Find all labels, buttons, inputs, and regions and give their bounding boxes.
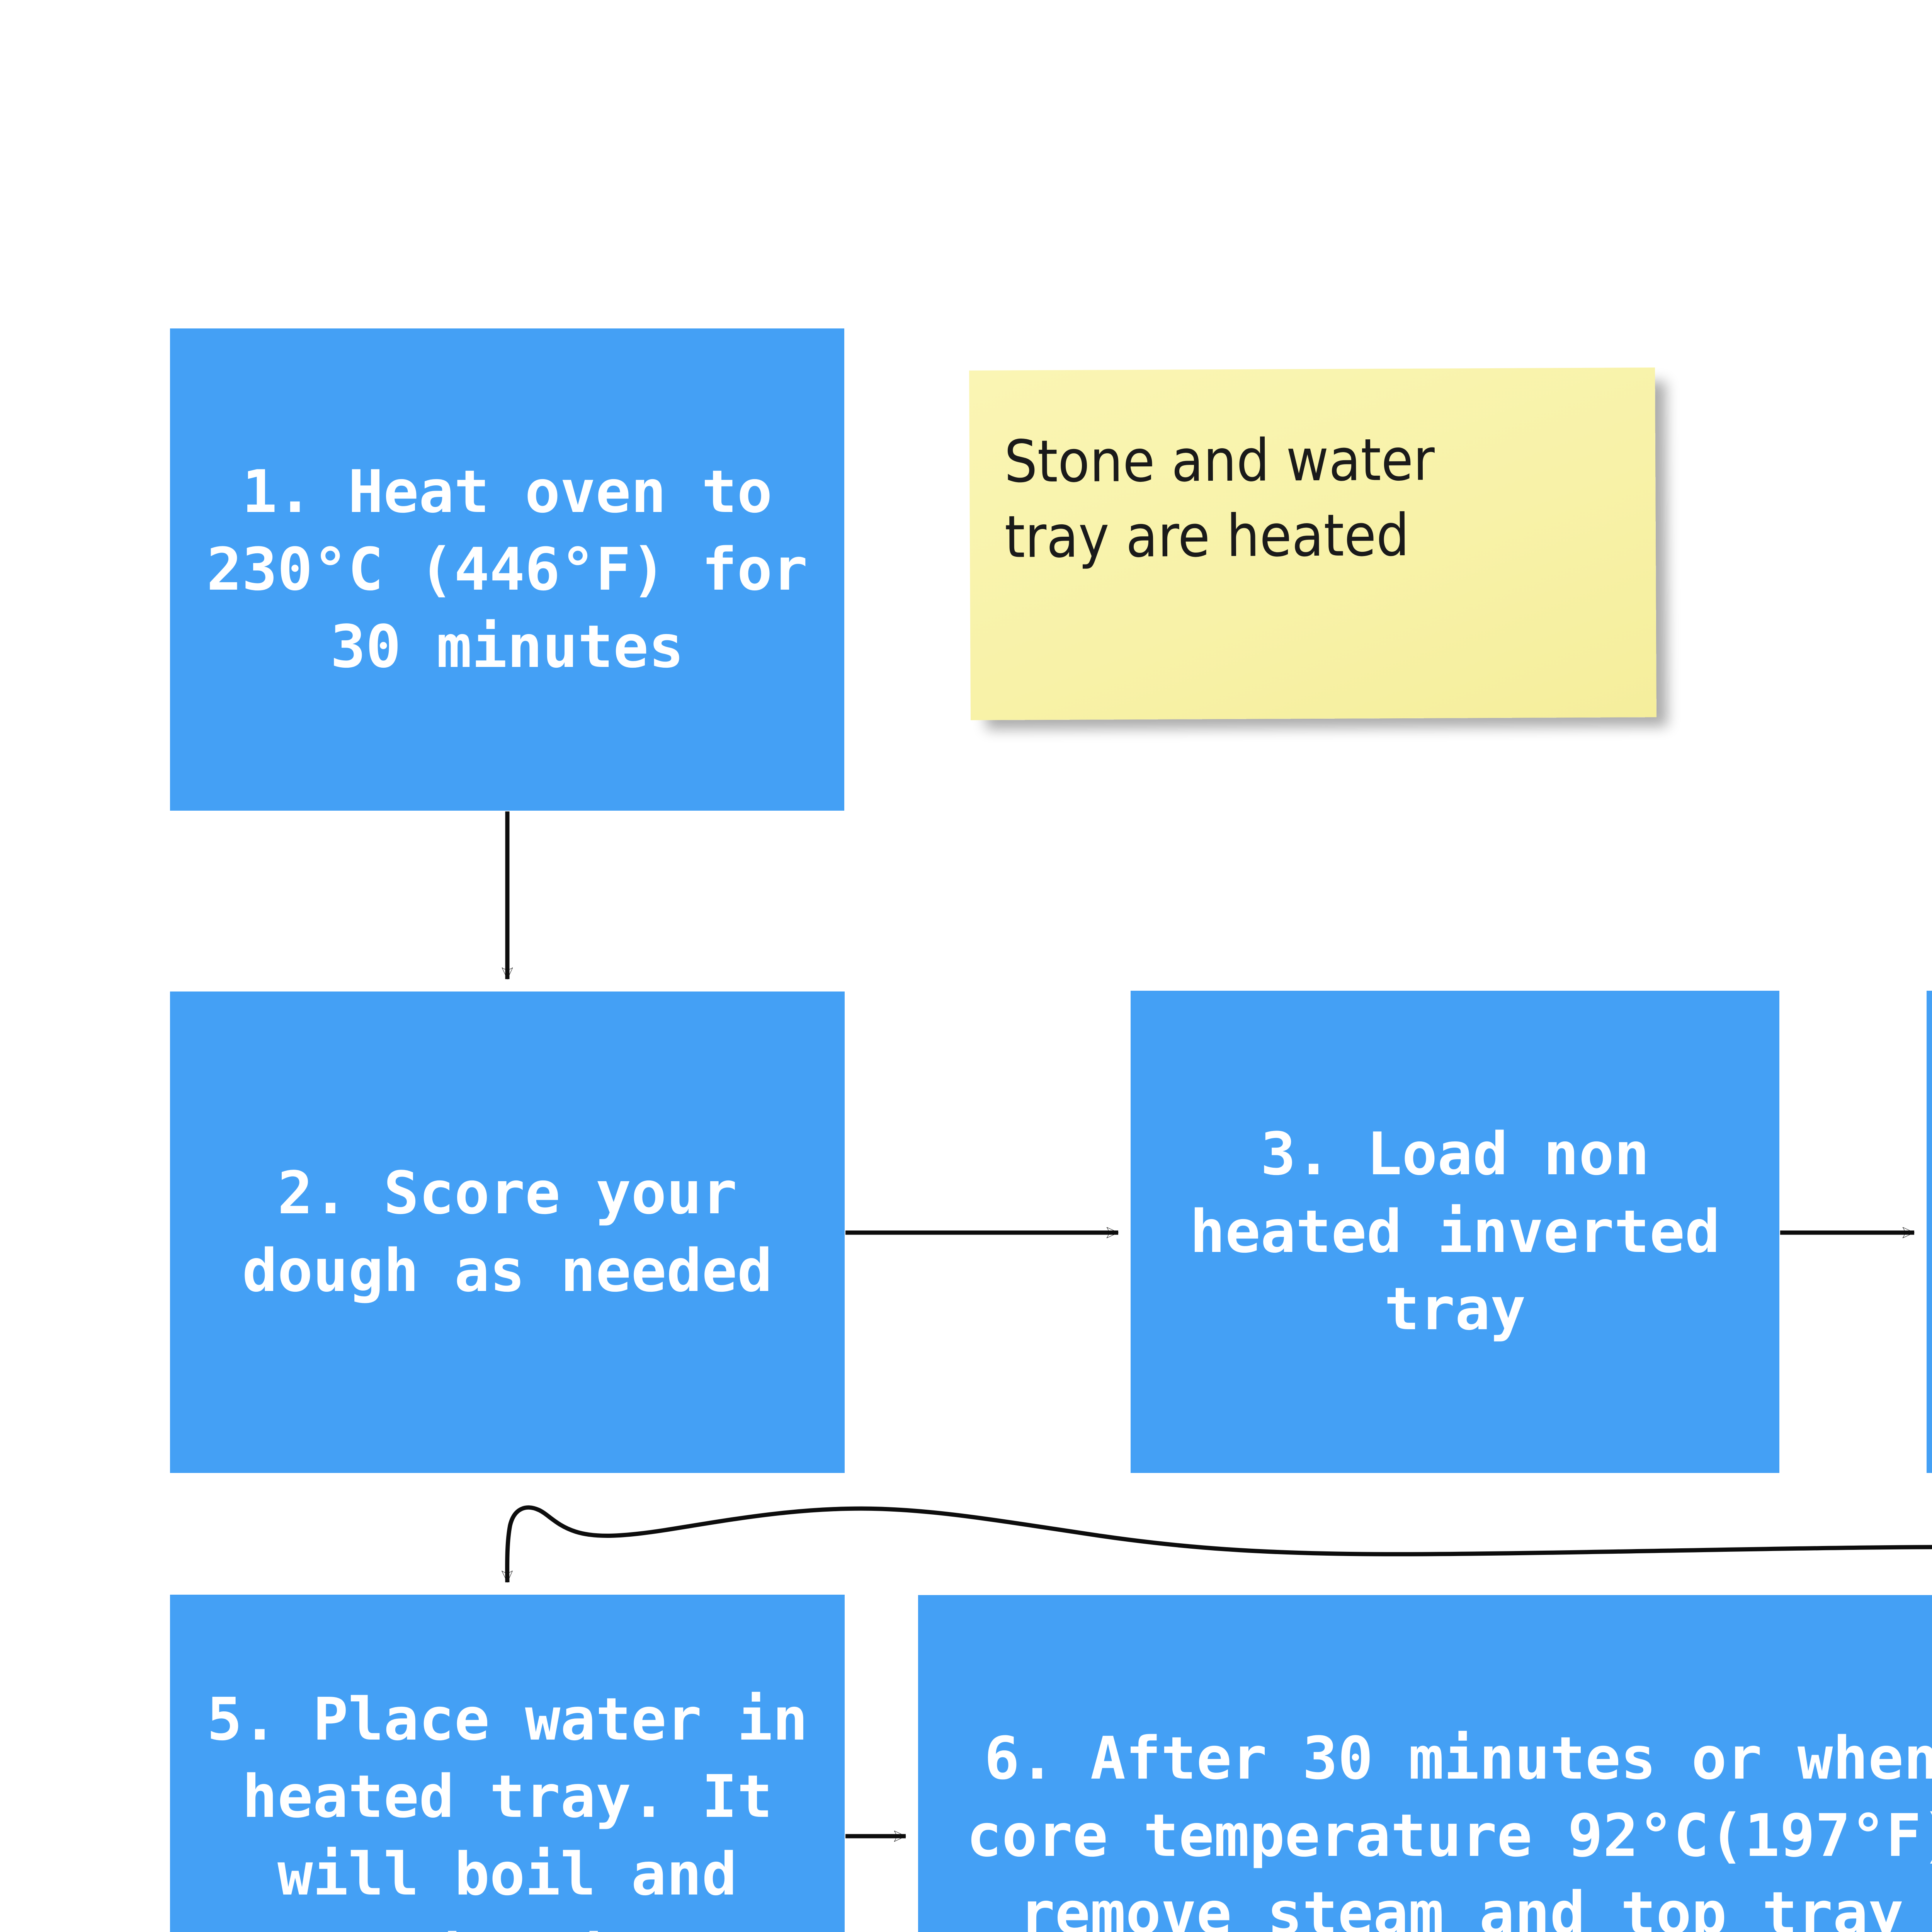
flow-node-6[interactable]: 6. After 30 minutes or when core tempera…: [918, 1595, 1932, 1932]
flow-node-1[interactable]: 1. Heat oven to 230°C (446°F) for 30 min…: [170, 328, 844, 811]
flow-node-4[interactable]: 4. Place doughs on heated stone: [1927, 991, 1932, 1473]
edge-4-to-5: [507, 1505, 1932, 1582]
flow-node-2[interactable]: 2. Score your dough as needed: [170, 992, 845, 1473]
flow-node-3[interactable]: 3. Load non heated inverted tray: [1131, 991, 1779, 1473]
sticky-note-stone-and-water-tray[interactable]: Stone and water tray are heated: [969, 367, 1656, 720]
flow-node-5[interactable]: 5. Place water in heated tray. It will b…: [170, 1595, 845, 1932]
